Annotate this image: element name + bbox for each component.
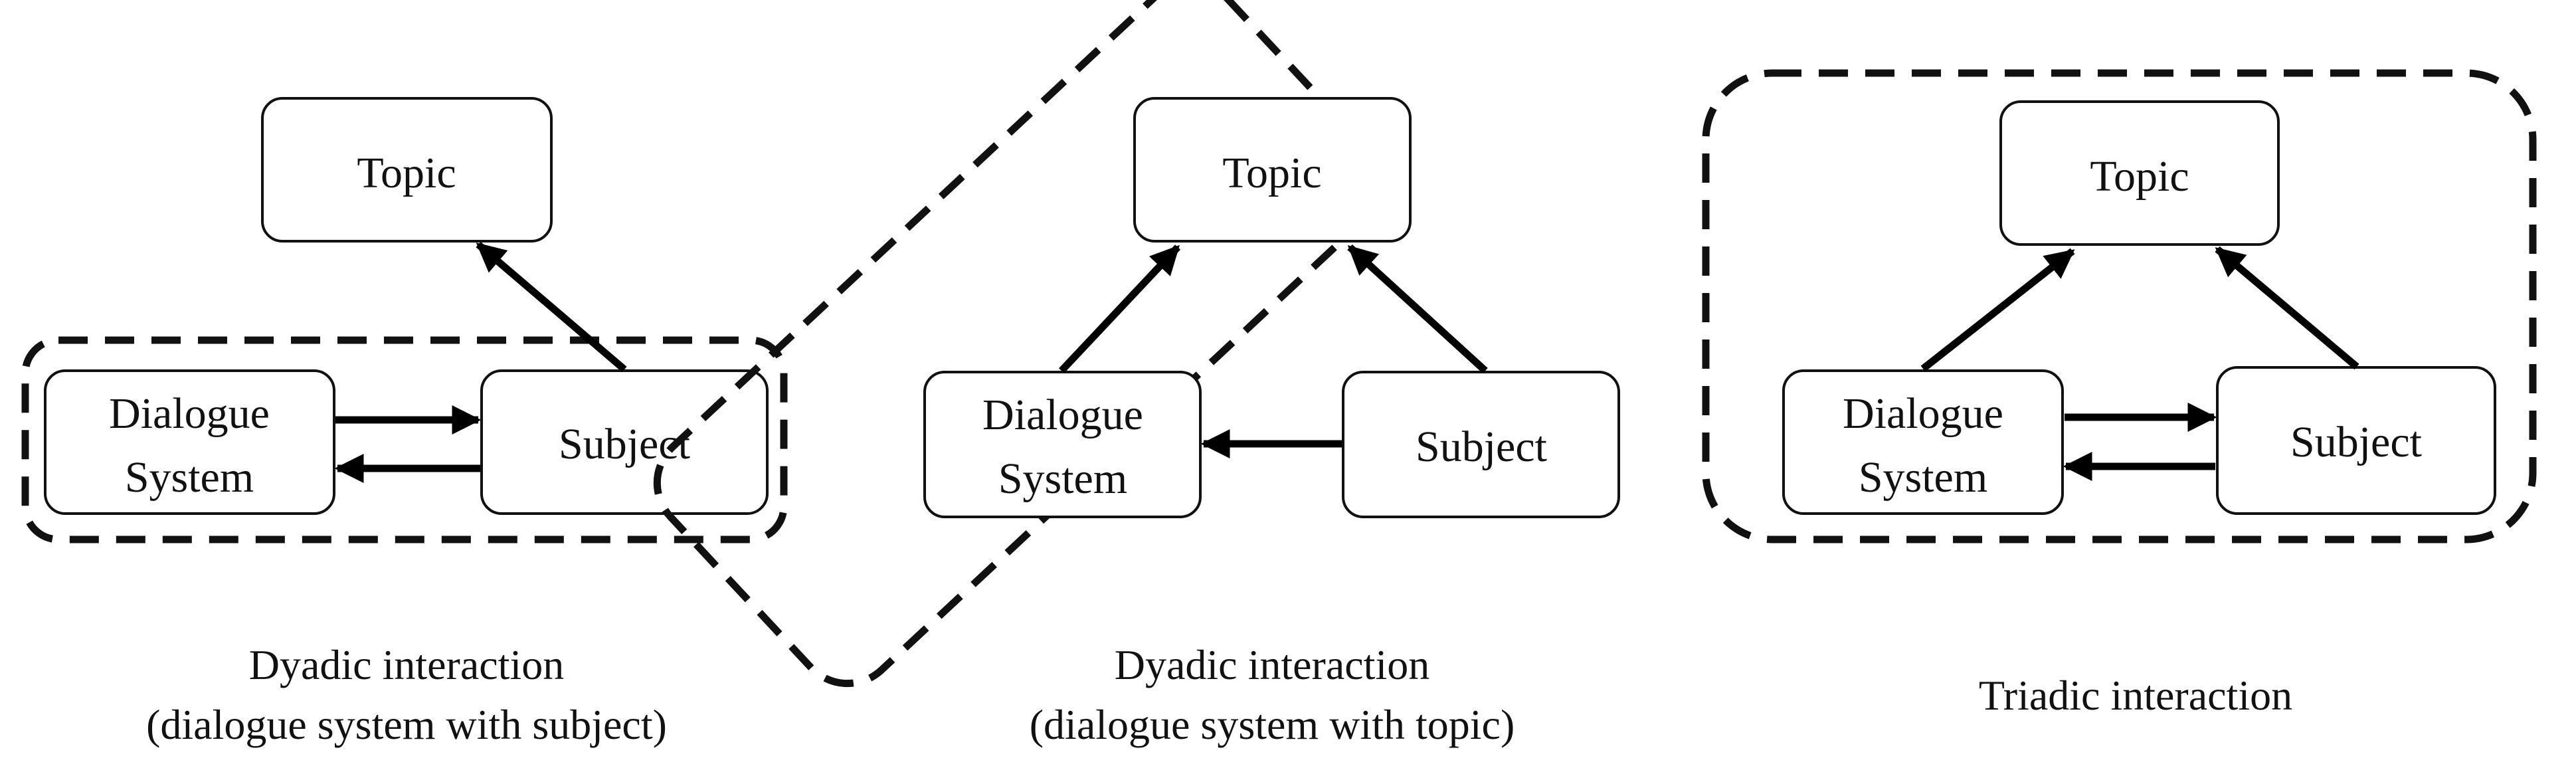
arrow-subject-to-topic xyxy=(476,241,627,373)
dialogue-system-node xyxy=(1782,369,2064,515)
topic-label: Topic xyxy=(2090,152,2189,201)
dialogue-system-label-line1: Dialogue xyxy=(109,389,270,438)
caption-line1: Dyadic interaction xyxy=(249,641,564,688)
caption-line2: (dialogue system with topic) xyxy=(1030,701,1515,748)
subject-node xyxy=(480,369,769,515)
topic-node xyxy=(261,97,553,243)
arrow-system-to-topic xyxy=(1058,244,1181,373)
dialogue-system-label-line1: Dialogue xyxy=(1843,389,2003,438)
topic-label: Topic xyxy=(1222,149,1321,197)
panel-dyadic-subject: Topic Dialogue System Subject Dyadic int… xyxy=(21,97,788,748)
subject-label: Subject xyxy=(1416,423,1547,471)
arrow-system-to-topic xyxy=(1920,248,2075,372)
enclosure-all xyxy=(1702,69,2537,543)
topic-node xyxy=(1999,100,2280,246)
subject-label: Subject xyxy=(2290,418,2422,466)
dialogue-system-label-line1: Dialogue xyxy=(982,391,1143,439)
dialogue-system-node xyxy=(923,371,1202,518)
dialogue-system-label-line2: System xyxy=(998,454,1127,503)
subject-label: Subject xyxy=(559,420,690,468)
topic-label: Topic xyxy=(357,149,456,197)
topic-node xyxy=(1133,97,1412,243)
dialogue-system-label-line2: System xyxy=(125,453,254,502)
enclosure-system-subject xyxy=(21,336,788,543)
caption-line1: Triadic interaction xyxy=(1979,672,2292,719)
arrow-subject-to-topic xyxy=(2215,246,2359,370)
caption-line1: Dyadic interaction xyxy=(1115,641,1429,688)
caption-line2: (dialogue system with subject) xyxy=(146,701,667,748)
arrow-subject-to-topic xyxy=(1347,244,1488,374)
panel-dyadic-topic: Topic Dialogue System Subject Dyadic int… xyxy=(653,0,1620,748)
dialogue-system-label-line2: System xyxy=(1859,453,1987,502)
dialogue-system-node xyxy=(44,369,335,515)
subject-node xyxy=(1342,371,1620,518)
panel-triadic: Topic Dialogue System Subject Triadic in… xyxy=(1702,69,2537,719)
